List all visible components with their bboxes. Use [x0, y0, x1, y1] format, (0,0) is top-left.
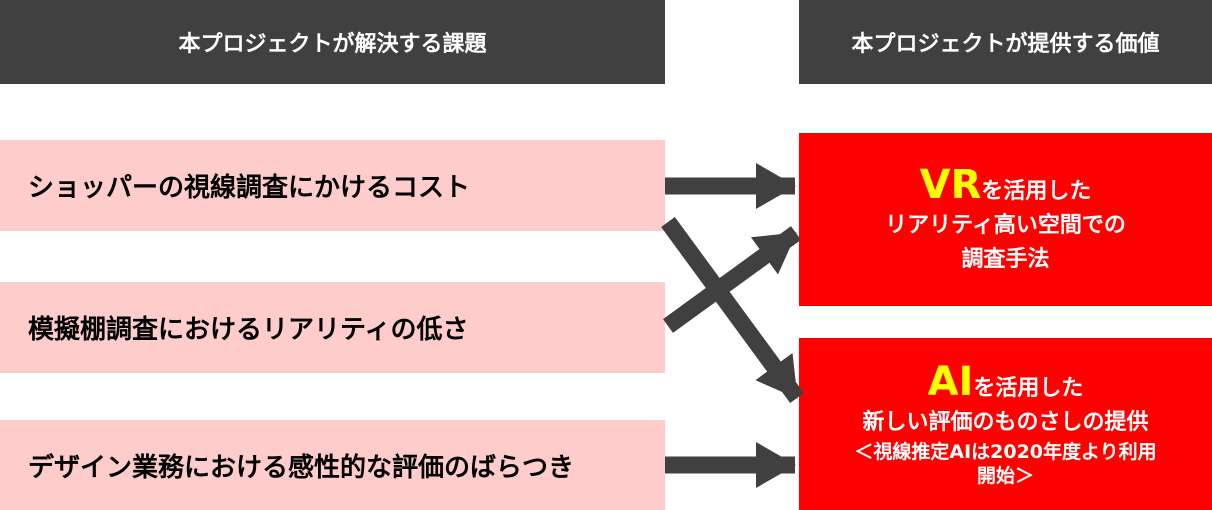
problems-header: 本プロジェクトが解決する課題: [0, 0, 665, 84]
value-ai-note-line1: ＜視線推定AIは2020年度より利用: [854, 441, 1157, 463]
value-ai-line2: 新しい評価のものさしの提供: [862, 410, 1149, 435]
vr-highlight: VR: [919, 161, 982, 208]
problem-mock-shelf-reality: 模擬棚調査におけるリアリティの低さ: [0, 282, 665, 373]
value-ai-evaluation-measure: AIを活用した 新しい評価のものさしの提供 ＜視線推定AIは2020年度より利用…: [799, 338, 1212, 510]
problem-shopper-gaze-cost: ショッパーの視線調査にかけるコスト: [0, 140, 665, 231]
problem-design-evaluation-variance: デザイン業務における感性的な評価のばらつき: [0, 420, 665, 510]
value-ai-title-line: AIを活用した: [928, 360, 1084, 406]
ai-highlight: AI: [927, 359, 974, 405]
values-header: 本プロジェクトが提供する価値: [799, 0, 1212, 84]
value-vr-line3: 調査手法: [961, 246, 1050, 272]
value-ai-note-line2: 開始＞: [976, 465, 1034, 487]
value-vr-research-method: VRを活用した リアリティ高い空間での 調査手法: [799, 133, 1212, 306]
ai-title-rest: を活用した: [973, 376, 1084, 401]
vr-title-rest: を活用した: [981, 178, 1092, 204]
value-vr-title-line: VRを活用した: [920, 163, 1092, 209]
value-vr-line2: リアリティ高い空間での: [885, 212, 1126, 238]
arrow-cost-to-ai: [661, 216, 804, 404]
arrow-reality-to-vr: [663, 226, 801, 333]
